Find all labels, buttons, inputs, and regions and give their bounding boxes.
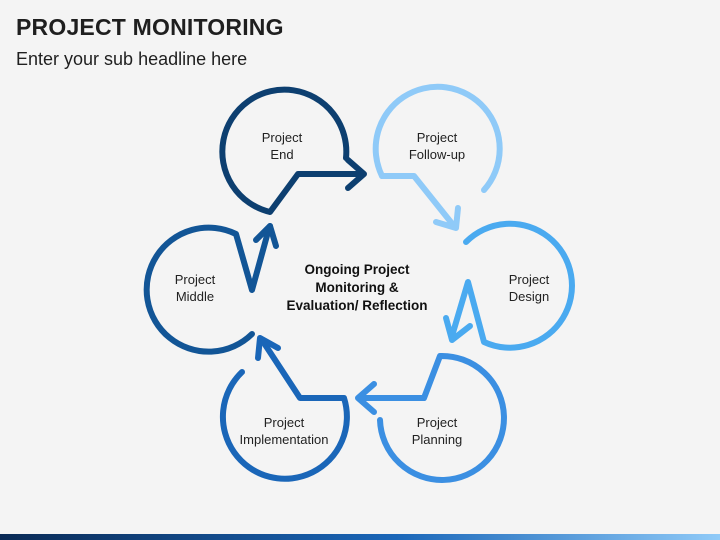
stage-planning-label-line2: Planning xyxy=(411,432,463,447)
stage-planning-label-line1: Project xyxy=(416,415,458,430)
center-caption: Ongoing Project Monitoring & Evaluation/… xyxy=(277,261,437,315)
stage-design-label-line2: Design xyxy=(508,289,550,304)
stage-follow-up-arrowhead xyxy=(433,205,461,231)
stage-end-label-line1: Project xyxy=(261,130,303,145)
stage-design-arc xyxy=(449,220,575,351)
stage-middle-shape xyxy=(143,223,279,355)
stage-planning-arrowhead xyxy=(355,381,377,415)
stage-follow-up-label: Project Follow-up xyxy=(372,129,502,163)
stage-planning-label: Project Planning xyxy=(372,414,502,448)
stage-implementation-arrowhead xyxy=(255,335,281,361)
stage-follow-up-label-line2: Follow-up xyxy=(408,147,466,162)
stage-end-label: Project End xyxy=(217,129,347,163)
center-caption-line3: Evaluation/ Reflection xyxy=(286,298,428,313)
page-title: PROJECT MONITORING xyxy=(16,14,284,40)
stage-follow-up-label-line1: Project xyxy=(416,130,458,145)
center-caption-line1: Ongoing Project xyxy=(304,262,410,277)
stage-follow-up-arc xyxy=(372,83,503,229)
stage-design-label: Project Design xyxy=(464,271,594,305)
footer-gradient-bar xyxy=(0,534,720,540)
center-caption-line2: Monitoring & xyxy=(315,280,399,295)
stage-middle-arrowhead xyxy=(253,223,279,249)
stage-planning-arc xyxy=(357,352,507,483)
stage-end-arc xyxy=(219,86,365,215)
stage-design-arrowhead xyxy=(443,315,473,343)
stage-middle-label-line2: Middle xyxy=(175,289,215,304)
stage-middle-arc xyxy=(143,223,273,355)
page-subtitle: Enter your sub headline here xyxy=(16,49,248,69)
stage-design-label-line1: Project xyxy=(508,272,550,287)
stage-implementation-label-line1: Project xyxy=(263,415,305,430)
stage-middle-label: Project Middle xyxy=(130,271,260,305)
stage-middle-label-line1: Project xyxy=(174,272,216,287)
stage-end-shape xyxy=(219,86,367,215)
stage-follow-up-shape xyxy=(372,83,503,231)
stage-design-shape xyxy=(443,220,575,351)
stage-end-arrowhead xyxy=(345,157,367,191)
stage-implementation-label: Project Implementation xyxy=(219,414,349,448)
stage-planning-shape xyxy=(355,352,507,483)
stage-implementation-arc xyxy=(219,337,350,482)
stage-implementation-label-line2: Implementation xyxy=(239,432,329,447)
stage-end-label-line2: End xyxy=(270,147,294,162)
stage-implementation-shape xyxy=(219,335,350,482)
